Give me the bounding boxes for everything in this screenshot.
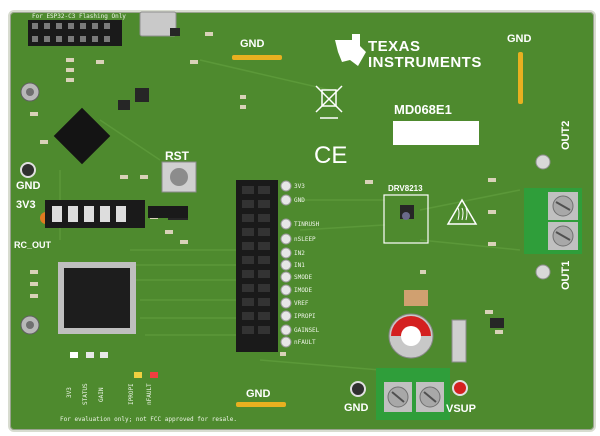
tvs-diode [451, 319, 467, 363]
serial-label [393, 121, 479, 145]
gnd-pad-bottom [236, 402, 286, 407]
led-label: IPROPI [128, 383, 135, 405]
led-label: nFAULT [146, 383, 153, 405]
esp32-chip [53, 107, 111, 165]
gnd-bottom-right-label: GND [344, 402, 369, 414]
gnd-left-label: GND [16, 180, 41, 192]
tp-label: VREF [294, 300, 309, 307]
jumper-small [148, 206, 188, 218]
tp-label: IN2 [294, 250, 305, 257]
drv8213-outline [383, 194, 429, 244]
ti-logo [335, 34, 366, 66]
rst-button [161, 161, 197, 193]
status-led-row [70, 352, 158, 378]
tp-label: TINRUSH [294, 221, 320, 228]
usb-connector [139, 11, 177, 37]
electrolytic-capacitors [20, 82, 40, 335]
weee-symbol [315, 85, 343, 119]
footer-note: For evaluation only; not FCC approved fo… [60, 416, 238, 423]
tp-label: nFAULT [294, 339, 316, 346]
board-name: MD068E1 [394, 102, 452, 117]
out2-testpoint [535, 154, 551, 170]
drv8213-label: DRV8213 [388, 184, 423, 193]
flash-header [28, 20, 122, 46]
tp-label: SMODE [294, 274, 313, 281]
vsup-testpoint [452, 380, 468, 396]
led-label: GAIN [98, 387, 105, 402]
gnd-left-testpoint [20, 162, 36, 178]
gnd-pad-right [518, 52, 523, 104]
drv8213-chip [402, 212, 410, 220]
gnd-top-center-label: GND [240, 38, 265, 50]
3v3-label: 3V3 [16, 199, 36, 211]
led-label: STATUS [82, 383, 89, 405]
tp-label: IN1 [294, 262, 305, 269]
tp-label: IPROPI [294, 313, 316, 320]
led-label: 3V3 [66, 387, 73, 398]
tp-label: nSLEEP [294, 236, 316, 243]
gnd-bottom-label: GND [246, 388, 271, 400]
tp-label: GND [294, 197, 305, 204]
tp-label: GAINSEL [294, 327, 320, 334]
tp-label: IMODE [294, 287, 313, 294]
hot-surface-warning [446, 198, 478, 225]
bulk-capacitor [388, 313, 434, 359]
rc-out-label: RC_OUT [14, 240, 52, 250]
output-terminal-block [524, 188, 582, 254]
brand-line1: TEXAS [368, 38, 421, 55]
tp-label: 3V3 [294, 183, 305, 190]
copper-traces [59, 59, 521, 371]
mcu-chip [58, 262, 136, 334]
test-point-pads [280, 180, 292, 348]
header-label: For ESP32-C3 Flashing Only [32, 13, 126, 20]
vsup-label: VSUP [446, 403, 476, 415]
gnd-top-right-label: GND [507, 33, 532, 45]
out1-label: OUT1 [560, 260, 572, 290]
vsup-terminal-block [376, 368, 450, 420]
smd-components [30, 32, 503, 356]
rst-label: RST [165, 149, 189, 163]
out1-testpoint [535, 264, 551, 280]
ce-mark: CE [314, 142, 348, 169]
inductor [404, 290, 428, 306]
gnd-bottom-testpoint [350, 381, 366, 397]
out2-label: OUT2 [560, 120, 572, 150]
brand-line2: INSTRUMENTS [368, 54, 482, 71]
gnd-pad-top [232, 55, 282, 60]
test-point-header [236, 180, 278, 352]
